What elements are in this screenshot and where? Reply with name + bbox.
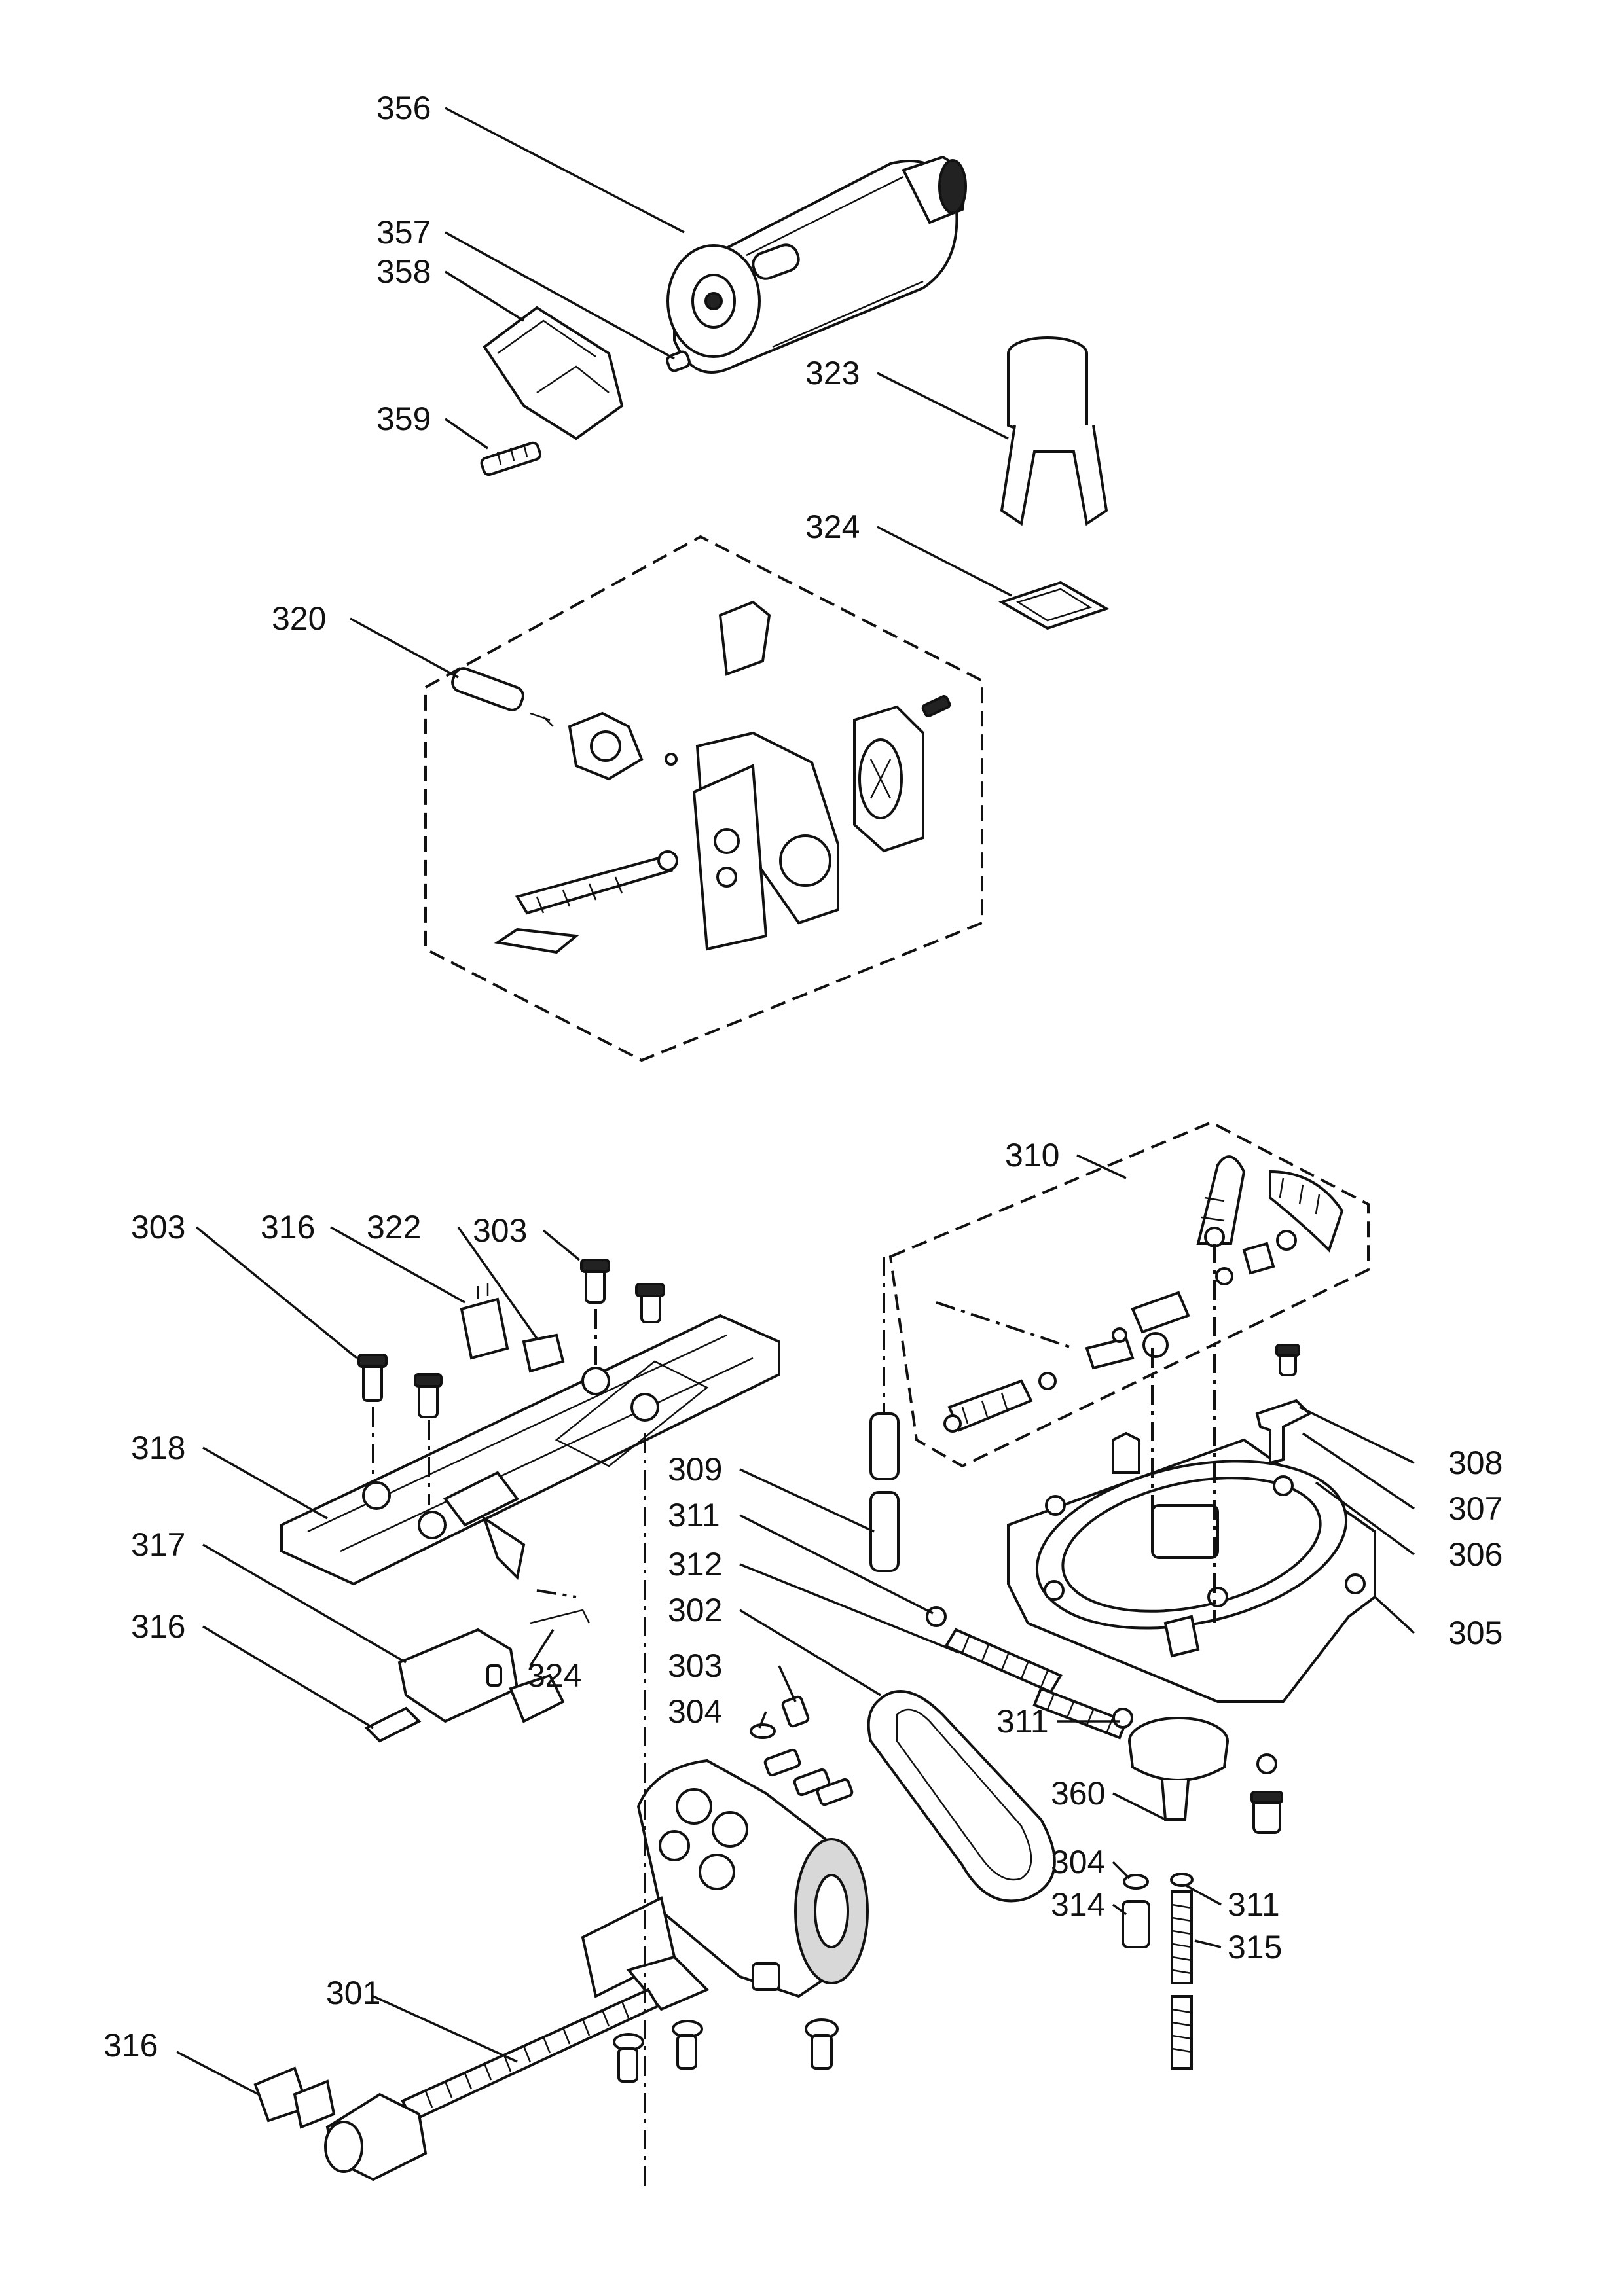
centerline	[536, 1589, 577, 1598]
label-306: 306	[1448, 1536, 1503, 1573]
screw-359	[480, 441, 542, 476]
motor-356	[666, 155, 967, 374]
label-302: 302	[668, 1592, 722, 1628]
slide-318	[280, 1314, 780, 1586]
switch-317-316	[364, 1609, 591, 1743]
label-357: 357	[376, 214, 431, 251]
assembly-310-parts	[943, 1155, 1344, 1433]
pulley-360	[1128, 1717, 1283, 1834]
gasket-324	[998, 581, 1110, 630]
label-314: 314	[1051, 1886, 1105, 1923]
label-323: 323	[805, 355, 860, 391]
column-309	[869, 1412, 900, 1572]
bracket-306-307-308	[1255, 1344, 1312, 1465]
screw-314-315	[1122, 1873, 1194, 2070]
callout-labels: 356 357 358 359 323 324 320 310 303 316 …	[103, 90, 1503, 2064]
label-316: 316	[131, 1608, 185, 1645]
label-307: 307	[1448, 1490, 1503, 1527]
label-359: 359	[376, 401, 431, 437]
assembly-320-parts	[451, 600, 951, 954]
label-303: 303	[473, 1212, 527, 1249]
centerline	[936, 1301, 1074, 1350]
label-311: 311	[996, 1703, 1049, 1740]
label-303: 303	[131, 1209, 185, 1246]
label-304: 304	[668, 1693, 722, 1730]
switch-316-322	[460, 1283, 565, 1373]
label-309: 309	[668, 1451, 722, 1488]
label-317: 317	[131, 1526, 185, 1563]
bracket-358	[483, 306, 624, 440]
switch-316-bottom	[253, 2066, 336, 2129]
label-324: 324	[527, 1657, 581, 1694]
label-320: 320	[272, 600, 326, 637]
label-324: 324	[805, 509, 860, 545]
belt-302	[867, 1690, 1056, 1903]
spring-312	[926, 1606, 1133, 1740]
cap-323	[1000, 336, 1108, 526]
label-316: 316	[261, 1209, 315, 1246]
screw-301	[324, 1988, 660, 2181]
label-304: 304	[1051, 1844, 1105, 1880]
label-308: 308	[1448, 1444, 1503, 1481]
gearbox	[581, 1759, 869, 2011]
label-360: 360	[1051, 1775, 1105, 1812]
screws-303-top	[357, 1259, 665, 1418]
housing-305	[1007, 1431, 1376, 1703]
label-322: 322	[367, 1209, 421, 1246]
label-358: 358	[376, 253, 431, 290]
pin-357	[666, 350, 691, 372]
label-318: 318	[131, 1429, 185, 1466]
label-303: 303	[668, 1647, 722, 1684]
assembly-310-outline	[888, 1121, 1370, 1468]
label-315: 315	[1228, 1929, 1282, 1965]
label-311: 311	[668, 1497, 720, 1534]
screws-303-304	[613, 1695, 854, 2083]
label-301: 301	[326, 1975, 380, 2011]
label-312: 312	[668, 1546, 722, 1583]
label-316: 316	[103, 2027, 158, 2064]
leader-lines	[176, 107, 1415, 2096]
label-310: 310	[1005, 1137, 1059, 1174]
label-356: 356	[376, 90, 431, 126]
assembly-320-outline	[424, 535, 983, 1062]
label-305: 305	[1448, 1615, 1503, 1651]
label-311: 311	[1228, 1886, 1280, 1923]
